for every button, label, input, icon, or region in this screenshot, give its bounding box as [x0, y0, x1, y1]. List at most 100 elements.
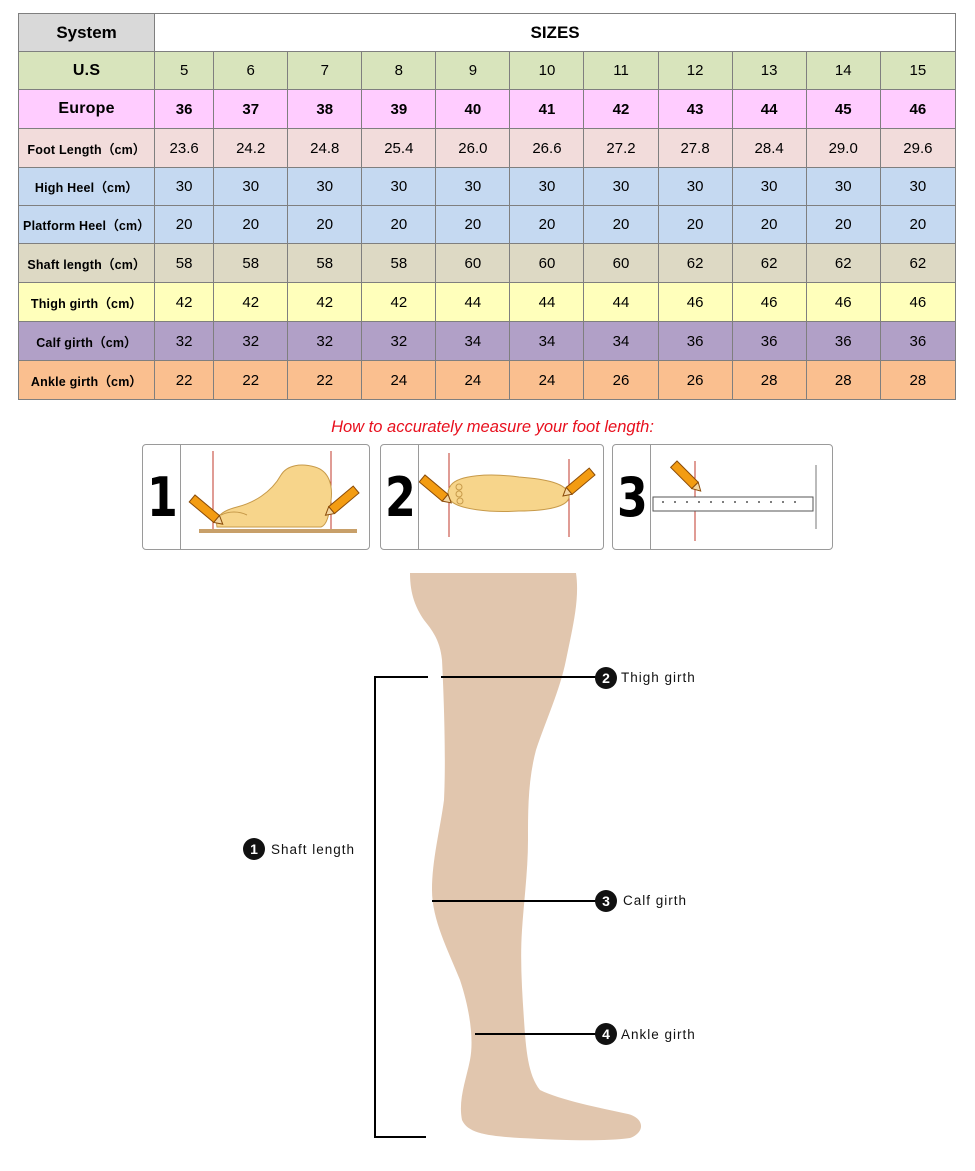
- size-cell: 26: [657, 360, 733, 400]
- ruler-measure-illustration: [652, 460, 817, 541]
- row-label: High Heel（cm）: [17, 167, 156, 206]
- size-cell: 44: [731, 89, 807, 129]
- panel-divider: [650, 445, 651, 549]
- measure-instructions-title: How to accurately measure your foot leng…: [331, 418, 654, 436]
- size-cell: 60: [435, 243, 511, 283]
- step-number: 1: [147, 466, 178, 529]
- size-cell: 34: [509, 321, 585, 361]
- size-cell: 30: [731, 167, 807, 206]
- panel-divider: [418, 445, 419, 549]
- size-cell: 44: [509, 282, 585, 322]
- step-number: 2: [385, 466, 416, 529]
- leg-measurement-diagram: [374, 573, 642, 1141]
- size-cell: 24.2: [213, 128, 289, 168]
- foot-top-measure-illustration: [419, 453, 596, 537]
- ankle-girth-badge: 4: [595, 1023, 617, 1045]
- size-cell: 58: [361, 243, 437, 283]
- size-cell: 58: [154, 243, 215, 283]
- size-cell: 32: [361, 321, 437, 361]
- size-cell: 46: [805, 282, 881, 322]
- size-cell: 20: [509, 205, 585, 244]
- size-cell: 42: [287, 282, 363, 322]
- size-cell: 34: [435, 321, 511, 361]
- size-cell: 36: [657, 321, 733, 361]
- size-cell: 30: [154, 167, 215, 206]
- size-cell: 42: [213, 282, 289, 322]
- row-label: Calf girth（cm）: [17, 321, 156, 361]
- system-header: System: [17, 13, 156, 52]
- size-cell: 40: [435, 89, 511, 129]
- size-cell: 37: [213, 89, 289, 129]
- size-cell: 24: [509, 360, 585, 400]
- size-cell: 9: [435, 51, 511, 90]
- size-cell: 26.0: [435, 128, 511, 168]
- size-cell: 22: [213, 360, 289, 400]
- size-cell: 20: [879, 205, 957, 244]
- size-cell: 5: [154, 51, 215, 90]
- size-cell: 42: [583, 89, 659, 129]
- sizes-header: SIZES: [154, 13, 956, 52]
- leg-silhouette: [410, 573, 642, 1141]
- size-cell: 20: [287, 205, 363, 244]
- size-cell: 22: [287, 360, 363, 400]
- panel-divider: [180, 445, 181, 549]
- size-cell: 30: [879, 167, 957, 206]
- row-label: Europe: [17, 89, 156, 129]
- size-cell: 36: [879, 321, 957, 361]
- size-cell: 60: [583, 243, 659, 283]
- size-cell: 11: [583, 51, 659, 90]
- size-cell: 20: [213, 205, 289, 244]
- size-cell: 28: [805, 360, 881, 400]
- size-cell: 14: [805, 51, 881, 90]
- size-cell: 13: [731, 51, 807, 90]
- size-cell: 20: [805, 205, 881, 244]
- thigh-girth-label: Thigh girth: [621, 670, 696, 685]
- foot-side-measure-illustration: [188, 451, 360, 533]
- size-cell: 24: [435, 360, 511, 400]
- shaft-length-label: Shaft length: [271, 842, 356, 857]
- size-cell: 36: [154, 89, 215, 129]
- size-cell: 45: [805, 89, 881, 129]
- size-cell: 15: [879, 51, 957, 90]
- size-cell: 26.6: [509, 128, 585, 168]
- size-cell: 42: [361, 282, 437, 322]
- size-cell: 41: [509, 89, 585, 129]
- size-cell: 25.4: [361, 128, 437, 168]
- size-cell: 43: [657, 89, 733, 129]
- size-cell: 62: [879, 243, 957, 283]
- size-cell: 46: [731, 282, 807, 322]
- size-cell: 20: [154, 205, 215, 244]
- size-cell: 46: [879, 89, 957, 129]
- calf-girth-badge: 3: [595, 890, 617, 912]
- size-cell: 20: [657, 205, 733, 244]
- measure-step-3-panel: 3: [612, 444, 833, 550]
- size-cell: 22: [154, 360, 215, 400]
- size-cell: 39: [361, 89, 437, 129]
- measure-step-1-panel: 1: [142, 444, 370, 550]
- size-cell: 8: [361, 51, 437, 90]
- size-cell: 42: [154, 282, 215, 322]
- size-cell: 30: [435, 167, 511, 206]
- size-cell: 20: [731, 205, 807, 244]
- size-cell: 30: [287, 167, 363, 206]
- size-cell: 36: [805, 321, 881, 361]
- size-cell: 10: [509, 51, 585, 90]
- ankle-girth-label: Ankle girth: [621, 1027, 696, 1042]
- size-cell: 62: [731, 243, 807, 283]
- size-cell: 32: [287, 321, 363, 361]
- size-cell: 30: [361, 167, 437, 206]
- size-cell: 28: [879, 360, 957, 400]
- size-cell: 28: [731, 360, 807, 400]
- row-label: Foot Length（cm）: [17, 128, 156, 168]
- size-cell: 12: [657, 51, 733, 90]
- size-cell: 28.4: [731, 128, 807, 168]
- size-cell: 32: [154, 321, 215, 361]
